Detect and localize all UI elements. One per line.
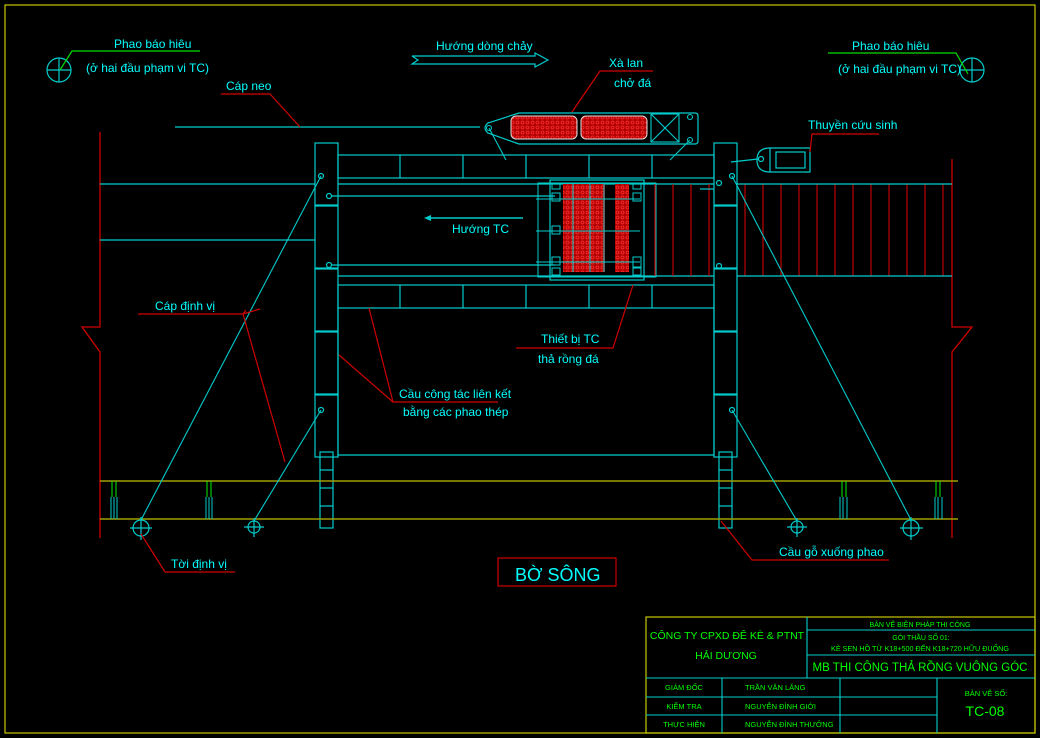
stone-barge: [484, 112, 699, 161]
buoy-left-icon: [46, 57, 72, 83]
wood-bridge-label: Cầu gỗ xuống phao: [779, 544, 884, 559]
flow-direction-arrow: [410, 51, 550, 69]
bridge-label-line2: bằng các phao thép: [403, 404, 509, 419]
equipment-label-line2: thả rồng đá: [538, 352, 599, 366]
lifeboat-label: Thuyền cứu sinh: [808, 118, 897, 132]
role-executor: THỰC HIỆN: [663, 720, 705, 729]
role-checker: KIỂM TRA: [666, 702, 701, 711]
barge-label-line1: Xà lan: [609, 56, 643, 70]
sheet-number: TC-08: [966, 703, 1005, 719]
river-bank-box: [497, 557, 617, 587]
river-bank-right: [951, 159, 974, 538]
shoreline: [100, 480, 958, 520]
winch-icons: [130, 517, 923, 540]
package-line1: GÓI THẦU SỐ 01:: [892, 632, 949, 642]
laid-rock-area: [654, 184, 944, 276]
barge-label-line2: chở đá: [614, 76, 652, 90]
package-line2: KÈ SEN HỒ TỪ K18+500 ĐẾN K18+720 HỮU ĐUỐ…: [831, 643, 1009, 653]
company-name-line1: CÔNG TY CPXD ĐÊ KÈ & PTNT: [650, 629, 805, 642]
drawing-type: BẢN VẼ BIỆN PHÁP THI CÔNG: [870, 620, 971, 629]
equipment-label-line1: Thiết bị TC: [541, 332, 600, 346]
construction-direction-arrow: [424, 215, 523, 221]
rock-dragon-equipment: [536, 179, 657, 281]
right-pontoon-column: [713, 142, 738, 529]
winch-label: Tời định vị: [171, 557, 227, 571]
bridge-label-line1: Cầu công tác liên kết: [399, 387, 512, 401]
buoy-left-subtitle: (ở hai đầu phạm vi TC): [86, 61, 209, 75]
name-director: TRẦN VĂN LĂNG: [745, 682, 806, 692]
flow-direction-label: Hướng dòng chảy: [436, 39, 533, 53]
construction-direction-label: Hướng TC: [452, 222, 509, 236]
lifeboat: [730, 147, 811, 173]
top-pontoon-bridge: [337, 154, 715, 185]
buoy-right-title: Phao báo hiêu: [852, 39, 929, 53]
positioning-cables: [140, 175, 912, 522]
name-checker: NGUYỄN ĐÌNH GIỚI: [745, 702, 816, 711]
buoy-left-title: Phao báo hiêu: [114, 37, 191, 51]
shore-posts: [110, 481, 943, 519]
buoy-right-icon: [959, 57, 985, 83]
river-bank-label: BỜ SÔNG: [515, 564, 600, 585]
left-pontoon-column: [314, 142, 339, 529]
buoy-right-subtitle: (ở hai đầu phạm vi TC): [838, 62, 961, 76]
anchor-cable-label: Cáp neo: [226, 79, 272, 93]
river-bank-left: [80, 132, 101, 538]
title-block: CÔNG TY CPXD ĐÊ KÈ & PTNT HẢI DƯƠNG BẢN …: [645, 616, 1036, 734]
drawing-frame: [4, 4, 1036, 734]
name-executor: NGUYỄN ĐÌNH THƯỞNG: [745, 720, 834, 729]
positioning-cable-label: Cáp định vị: [155, 299, 215, 313]
role-director: GIÁM ĐỐC: [665, 682, 704, 692]
bottom-pontoon-bridge: [337, 275, 715, 309]
company-name-line2: HẢI DƯƠNG: [695, 649, 757, 662]
sheet-label: BẢN VẼ SỐ:: [965, 688, 1008, 698]
drawing-title: MB THI CÔNG THẢ RỒNG VUÔNG GÓC: [813, 661, 1028, 674]
